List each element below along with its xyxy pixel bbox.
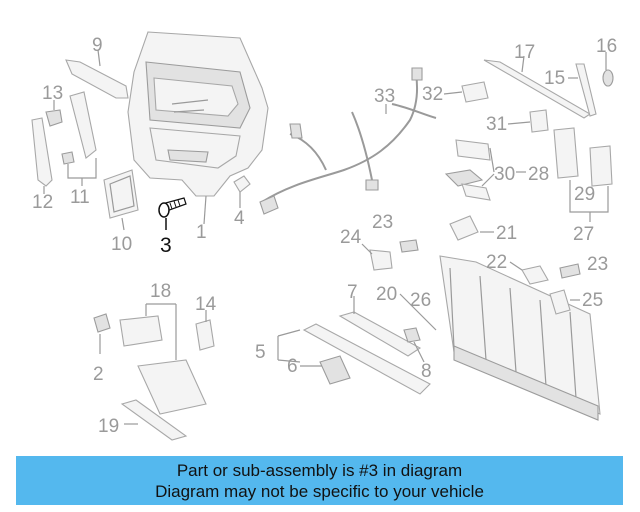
bolt-part <box>233 175 251 193</box>
trim-piece-part <box>575 63 597 117</box>
guide-bracket-part <box>549 289 571 315</box>
button-right-part <box>559 263 581 279</box>
callout-1: 1 <box>196 222 207 243</box>
callout-32: 32 <box>422 84 443 105</box>
latch-part <box>553 127 579 179</box>
clip-part <box>45 109 63 127</box>
guide-part <box>521 265 549 285</box>
callout-13: 13 <box>42 83 63 104</box>
inner-handle-part <box>119 315 163 347</box>
callout-31: 31 <box>486 114 507 135</box>
handle-cap-part <box>93 313 111 333</box>
trim-strip-part <box>65 59 129 99</box>
callout-25: 25 <box>582 290 603 311</box>
cap-part <box>602 69 614 87</box>
door-panel-part <box>127 31 269 197</box>
callout-28: 28 <box>528 164 549 185</box>
connector-part <box>461 81 489 103</box>
callout-17: 17 <box>514 42 535 63</box>
callout-16: 16 <box>596 36 617 57</box>
callout-26: 26 <box>410 290 431 311</box>
callout-19: 19 <box>98 416 119 437</box>
parts-diagram: 1 2 3 4 5 6 7 8 9 10 11 12 13 14 15 16 1… <box>31 31 617 441</box>
callout-20: 20 <box>376 284 397 305</box>
pillar-trim-part <box>31 117 53 187</box>
callout-27: 27 <box>573 224 594 245</box>
callout-18: 18 <box>150 281 171 302</box>
callout-9: 9 <box>92 35 103 56</box>
switch-part <box>529 109 549 133</box>
sunshade-part <box>439 255 601 415</box>
lock-clip-part <box>444 169 484 187</box>
window-channel-part <box>483 59 592 119</box>
callout-33: 33 <box>374 86 395 107</box>
seal-strip-part <box>338 311 422 357</box>
callout-5: 5 <box>255 342 266 363</box>
callout-6: 6 <box>287 356 298 377</box>
callout-14: 14 <box>195 294 217 315</box>
bracket-part <box>369 249 393 271</box>
info-banner: Part or sub-assembly is #3 in diagram Di… <box>16 456 623 505</box>
callout-22: 22 <box>486 252 507 273</box>
banner-line-1: Part or sub-assembly is #3 in diagram <box>176 460 463 480</box>
clip-small-part <box>403 327 421 343</box>
callout-24: 24 <box>340 227 362 248</box>
callout-10: 10 <box>111 234 132 255</box>
callout-30: 30 <box>494 164 515 185</box>
callout-2: 2 <box>93 364 104 385</box>
callout-3: 3 <box>160 234 172 257</box>
callout-4: 4 <box>234 208 245 229</box>
callout-29: 29 <box>574 184 595 205</box>
wiring-harness-part <box>261 73 419 203</box>
lock-bracket-part <box>455 139 491 161</box>
handle-cover-part <box>195 319 215 351</box>
screw-part <box>158 197 187 218</box>
handle-housing-part <box>137 359 207 415</box>
speaker-cover-part <box>103 169 139 219</box>
callout-15: 15 <box>544 68 565 89</box>
callout-8: 8 <box>421 361 432 382</box>
callout-23-right: 23 <box>587 254 608 275</box>
callout-23-top: 23 <box>372 212 393 233</box>
handle-recess-part <box>449 215 479 241</box>
sill-trim-part <box>302 323 431 395</box>
banner-line-2: Diagram may not be specific to your vehi… <box>155 481 484 501</box>
armrest-trim-part <box>120 399 188 441</box>
callout-11: 11 <box>70 187 90 208</box>
grab-handle-part <box>69 91 97 159</box>
button-part <box>399 239 419 253</box>
callout-21: 21 <box>496 223 517 244</box>
retainer-part <box>319 355 351 385</box>
callout-7: 7 <box>347 282 358 303</box>
callout-12: 12 <box>32 192 53 213</box>
